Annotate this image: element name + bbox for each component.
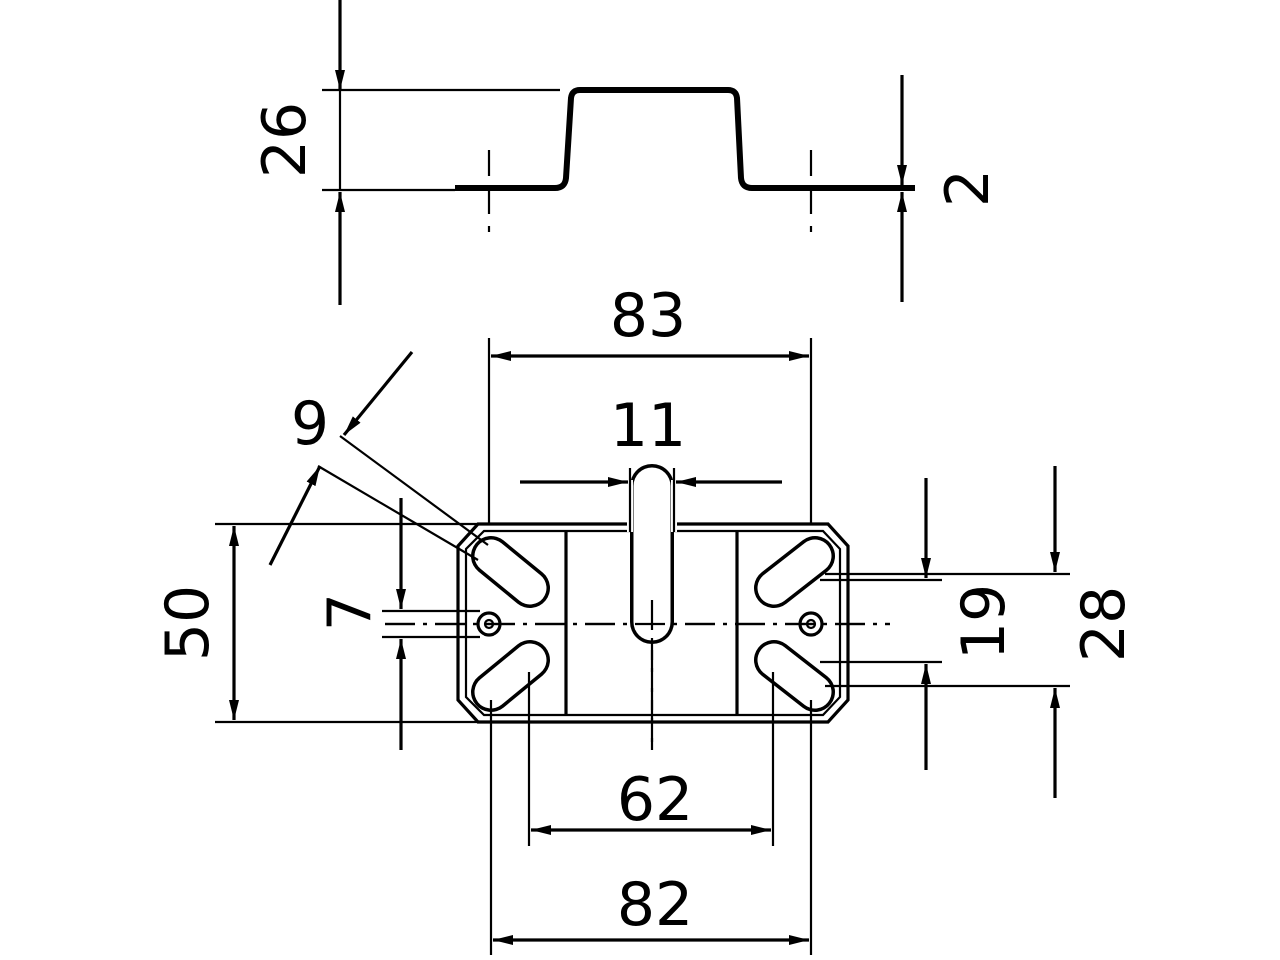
dim-62: 62 (617, 765, 693, 835)
slot-top-left (471, 536, 550, 608)
dim-82: 82 (617, 870, 693, 940)
dim-50: 50 (153, 585, 223, 661)
dim-9: 9 (291, 389, 329, 459)
dim-2: 2 (933, 169, 1003, 207)
slot-bottom-left (471, 640, 550, 712)
dim-11: 11 (610, 391, 686, 461)
dim-7: 7 (315, 593, 385, 631)
bracket-profile (455, 87, 915, 191)
dim-28: 28 (1069, 586, 1139, 662)
side-profile-view: 26 2 (250, 0, 1003, 305)
plate-outline (456, 522, 850, 724)
dim-26: 26 (250, 102, 320, 178)
slot-bottom-right (754, 640, 835, 712)
dim-19: 19 (949, 584, 1019, 660)
dim-83: 83 (610, 281, 686, 351)
plate-inner-outline (464, 529, 842, 717)
slot-top-right (754, 536, 835, 608)
plan-view: 83 11 9 50 7 19 28 (153, 281, 1139, 955)
